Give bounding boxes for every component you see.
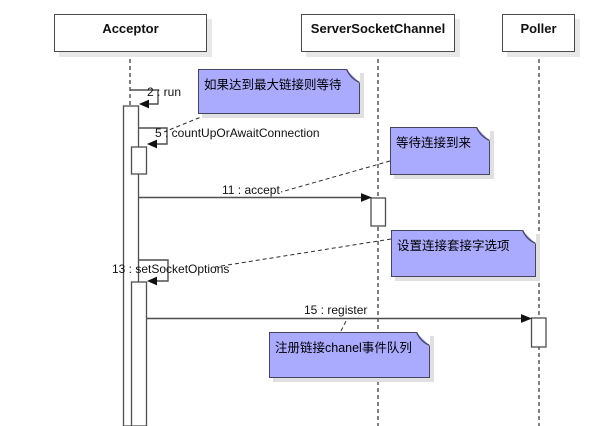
note-text: 设置连接套接字选项 xyxy=(397,239,510,253)
acceptor-activation-inner-2 xyxy=(130,281,148,426)
note-text: 如果达到最大链接则等待 xyxy=(204,78,342,92)
note-register-channel-event-queue: 注册链接chanel事件队列 xyxy=(269,331,431,378)
message-register-arrowhead-icon xyxy=(521,314,532,323)
note-wait-if-max-connections: 如果达到最大链接则等待 xyxy=(198,68,361,114)
message-setsocketoptions-line xyxy=(138,259,169,282)
serversocketchannel-activation xyxy=(370,197,387,227)
message-label-register: 15 : register xyxy=(304,303,368,317)
lifeline-head-acceptor: Acceptor xyxy=(54,14,207,52)
message-label-run: 2 : run xyxy=(147,85,182,99)
poller-activation xyxy=(530,317,547,348)
message-run-line xyxy=(130,89,159,105)
note-fold-corner-icon xyxy=(476,126,491,141)
message-label-setsocketoptions: 13 : setSocketOptions xyxy=(112,262,230,276)
note-connector-4 xyxy=(340,318,348,332)
note-connector-2 xyxy=(280,160,391,193)
note-fold-corner-icon xyxy=(522,229,537,244)
message-run-arrowhead-icon xyxy=(139,99,149,109)
message-label-countuporawaitconnection: 5 : countUpOrAwaitConnection xyxy=(155,126,320,140)
lifeline-head-serversocketchannel: ServerSocketChannel xyxy=(301,14,455,52)
note-wait-for-connection: 等待连接到来 xyxy=(390,126,491,175)
note-text: 等待连接到来 xyxy=(396,136,472,150)
lifeline-head-poller: Poller xyxy=(502,14,575,52)
note-set-socket-options: 设置连接套接字选项 xyxy=(391,229,537,277)
note-text: 注册链接chanel事件队列 xyxy=(275,341,412,355)
note-fold-corner-icon xyxy=(416,331,431,346)
message-countup-line xyxy=(138,127,168,145)
message-countup-arrowhead-icon xyxy=(147,139,157,149)
note-connector-1 xyxy=(163,114,207,133)
message-label-accept: 11 : accept xyxy=(222,183,280,197)
message-accept-arrowhead-icon xyxy=(361,193,372,202)
message-setsocketoptions-arrowhead-icon xyxy=(147,276,157,286)
note-connector-3 xyxy=(214,238,392,268)
note-fold-corner-icon xyxy=(346,68,361,83)
acceptor-activation-inner-1 xyxy=(130,146,148,175)
